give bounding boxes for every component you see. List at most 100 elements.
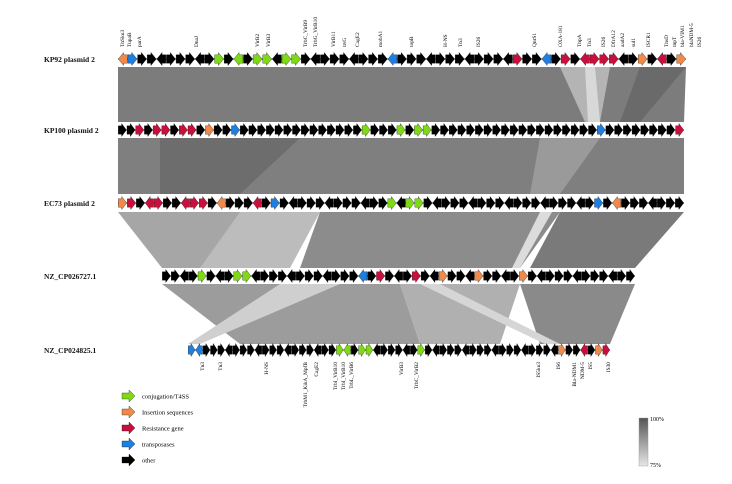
gene-arrow bbox=[210, 342, 218, 358]
gene-label: blaNDM-5 bbox=[689, 23, 695, 47]
track-label: KP100 plasmid 2 bbox=[44, 126, 99, 135]
gene-arrow bbox=[588, 123, 597, 137]
gene-arrow bbox=[466, 123, 475, 137]
gene-label: CagE2 bbox=[355, 32, 361, 47]
gene-label: VirB3 bbox=[266, 34, 272, 47]
legend-swatch-icon bbox=[121, 453, 136, 467]
gene-arrow bbox=[589, 52, 600, 66]
gene-arrow bbox=[161, 123, 171, 137]
gene-arrow bbox=[576, 196, 586, 210]
gene-arrow bbox=[403, 269, 412, 283]
gene-arrow bbox=[243, 196, 253, 210]
gene-arrow bbox=[358, 342, 366, 358]
synteny-block bbox=[118, 67, 686, 122]
gene-arrow bbox=[455, 52, 465, 66]
gene-arrow bbox=[554, 269, 564, 283]
gene-arrow bbox=[272, 52, 282, 66]
gene-arrow bbox=[402, 342, 410, 358]
gene-arrow bbox=[217, 342, 225, 358]
gene-arrow bbox=[358, 269, 368, 283]
gene-arrow bbox=[406, 52, 417, 66]
gene-arrow bbox=[118, 196, 127, 210]
gene-arrow bbox=[344, 123, 353, 137]
gene-arrow bbox=[207, 196, 217, 210]
gene-arrow bbox=[351, 342, 359, 358]
gene-arrow bbox=[435, 52, 446, 66]
gene-arrow bbox=[522, 196, 532, 210]
gene-arrow bbox=[195, 342, 203, 358]
gene-arrow bbox=[213, 123, 223, 137]
gene-arrow bbox=[510, 269, 519, 283]
gene-arrow bbox=[156, 52, 166, 66]
gene-arrow bbox=[187, 123, 197, 137]
gene-arrow bbox=[666, 196, 675, 210]
gene-arrow bbox=[501, 123, 510, 137]
gene-label: aadA2 bbox=[620, 33, 626, 47]
gene-arrow bbox=[549, 196, 559, 210]
gene-arrow bbox=[666, 52, 677, 66]
gene-arrow bbox=[405, 196, 415, 210]
gene-arrow bbox=[279, 196, 289, 210]
synteny-ribbons bbox=[118, 67, 686, 344]
identity-scale: 100% 75% bbox=[638, 417, 664, 469]
gene-arrow bbox=[553, 123, 562, 137]
legend-label: conjugation/T4SS bbox=[142, 394, 189, 401]
gene-label: TrbI_VirB10 bbox=[333, 362, 339, 390]
gene-arrow bbox=[379, 123, 388, 137]
gene-label: VirB3 bbox=[399, 362, 405, 375]
gene-label: QnrS1 bbox=[532, 33, 538, 47]
gene-arrow bbox=[605, 123, 615, 137]
legend-swatch-icon bbox=[121, 437, 136, 451]
gene-arrow bbox=[464, 52, 475, 66]
gene-arrow bbox=[247, 342, 255, 358]
gene-label: Tn3 bbox=[200, 362, 206, 371]
gene-arrow bbox=[329, 52, 340, 66]
gene-arrow bbox=[224, 52, 234, 66]
gene-arrow bbox=[309, 123, 319, 137]
gene-arrow bbox=[541, 52, 552, 66]
gene-label: DnaJ bbox=[194, 36, 200, 47]
gene-arrow bbox=[274, 123, 284, 137]
gene-label: Bla-NDM1 bbox=[572, 362, 578, 387]
gene-label: OXA-181 bbox=[558, 25, 564, 47]
gene-arrow bbox=[202, 342, 211, 358]
synteny-block bbox=[530, 212, 684, 268]
gene-arrow bbox=[388, 123, 397, 137]
gene-label: mobA1 bbox=[378, 31, 384, 47]
legend-swatch-icon bbox=[121, 389, 136, 403]
gene-arrow bbox=[397, 52, 407, 66]
gene-label: TnsD bbox=[664, 35, 670, 47]
gene-arrow bbox=[492, 123, 501, 137]
gene-arrow bbox=[321, 342, 329, 358]
gene-arrow bbox=[336, 342, 344, 358]
gene-arrow bbox=[528, 269, 537, 283]
gene-arrow bbox=[675, 196, 684, 210]
gene-label: TupaB bbox=[127, 32, 133, 47]
gene-arrow bbox=[252, 52, 263, 66]
gene-arrow bbox=[205, 123, 214, 137]
gene-arrow bbox=[503, 52, 513, 66]
gene-arrow bbox=[269, 342, 277, 358]
legend-label: Insertion sequences bbox=[142, 410, 194, 417]
gene-arrow bbox=[509, 123, 519, 137]
gene-arrow bbox=[231, 123, 240, 137]
gene-arrow bbox=[640, 123, 650, 137]
gene-arrow bbox=[188, 342, 196, 358]
gene-arrow bbox=[232, 342, 240, 358]
gene-arrow bbox=[570, 52, 580, 66]
synteny-block bbox=[118, 212, 250, 268]
gene-arrow bbox=[551, 52, 561, 66]
gene-arrow bbox=[358, 52, 369, 66]
gene-arrow bbox=[426, 52, 436, 66]
gene-arrow bbox=[195, 52, 205, 66]
gene-arrow bbox=[491, 342, 499, 358]
gene-arrow bbox=[342, 196, 352, 210]
synteny-block bbox=[585, 67, 600, 122]
synteny-block bbox=[160, 138, 300, 194]
track-label: NZ_CP024825.1 bbox=[44, 346, 97, 355]
gene-arrow bbox=[614, 123, 623, 137]
